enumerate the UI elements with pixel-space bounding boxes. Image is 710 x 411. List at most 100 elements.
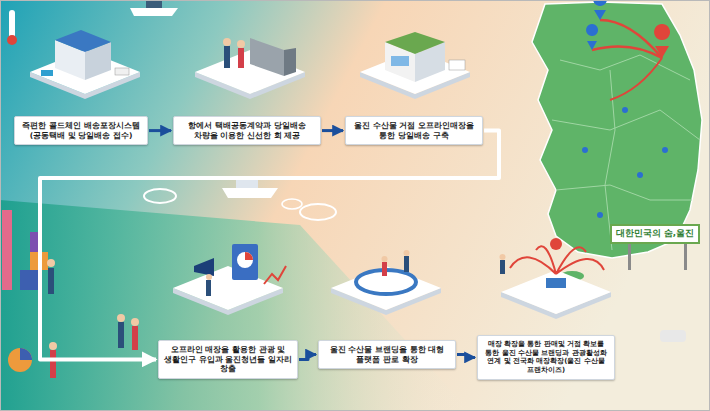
expansion-illustration [546, 278, 566, 288]
fish-farm [144, 189, 176, 203]
thermometer-icon [7, 35, 17, 45]
process-box: 울진 수산물 거점 오프라인매장을 통한 당일배송 구축 [345, 116, 483, 145]
truck-illustration [250, 38, 284, 76]
marketing-illustration [264, 266, 286, 284]
flow-arrow [149, 129, 171, 132]
process-box: 매장 확장을 통한 판매및 거점 확보를 통한 울진 수산물 브랜딩과 관광활성… [477, 335, 615, 380]
people-illustration [20, 348, 32, 360]
step-text: 울진 수산물 브랜딩을 통한 대형 플랫폼 판로 확장 [324, 345, 450, 364]
process-box: 즉편한 콜드체인 배송포장시스템 (공동택배 및 당일배송 접수) [14, 116, 148, 145]
flow-arrow [322, 129, 343, 132]
people-illustration [131, 318, 139, 326]
branding-illustration [382, 256, 388, 262]
korea-map [593, 0, 607, 20]
store-illustration [385, 32, 445, 54]
korea-map [532, 2, 702, 258]
process-box: 오프라인 매장을 활용한 관광 및 생활인구 유입과 울진청년들 일자리 창출 [158, 340, 298, 379]
people-illustration [20, 270, 40, 290]
thermometer-icon [7, 10, 17, 45]
marketing-illustration [245, 252, 253, 260]
korea-map [654, 24, 670, 58]
people-illustration [117, 314, 125, 322]
people-illustration [8, 348, 32, 372]
warehouse-illustration [115, 68, 129, 75]
korea-map [532, 0, 702, 281]
car [660, 330, 686, 342]
expansion-illustration [500, 238, 612, 319]
people-illustration [2, 210, 12, 290]
expansion-illustration [500, 260, 505, 274]
step-text: 울진 수산물 거점 오프라인매장을 통한 당일배송 구축 [351, 121, 477, 140]
ship [222, 188, 278, 198]
korea-map [582, 147, 588, 153]
branding-illustration [404, 256, 409, 272]
korea-map [586, 24, 598, 50]
step-text: 즉편한 콜드체인 배송포장시스템 (공동택배 및 당일배송 접수) [20, 121, 142, 140]
branding-illustration [331, 250, 441, 315]
truck-illustration [284, 48, 296, 76]
marketing-illustration [232, 244, 258, 280]
korea-map [662, 147, 668, 153]
people-illustration [50, 350, 56, 378]
store-illustration [449, 60, 465, 70]
expansion-illustration [510, 246, 604, 274]
truck-illustration [195, 38, 305, 99]
people-illustration [48, 268, 54, 294]
sign-posts [628, 240, 631, 270]
marketing-illustration [173, 244, 286, 315]
warehouse-illustration [30, 30, 140, 99]
marketing-illustration [206, 274, 212, 280]
step-text: 매장 확장을 통한 판매및 거점 확보를 통한 울진 수산물 브랜딩과 관광활성… [483, 340, 609, 375]
korea-map [556, 185, 692, 200]
step-text: 오프라인 매장을 활용한 관광 및 생활인구 유입과 울진청년들 일자리 창출 [164, 345, 292, 374]
people-illustration [2, 210, 139, 378]
korea-map [560, 55, 690, 80]
people-illustration [49, 342, 57, 350]
korea-map [637, 172, 643, 178]
store-illustration [391, 56, 409, 66]
korea-map [597, 212, 603, 218]
marketing-illustration [173, 266, 283, 315]
people-illustration [47, 259, 55, 267]
korea-map [622, 107, 628, 113]
signboard-text: 대한민국의 숨,울진 [610, 224, 700, 244]
marketing-illustration [194, 258, 214, 276]
ship [222, 178, 278, 198]
truck-illustration [223, 38, 231, 46]
korea-map [592, 46, 662, 58]
truck-illustration [224, 46, 230, 68]
people-illustration [118, 322, 124, 348]
warehouse-illustration [55, 30, 111, 52]
korea-map [552, 110, 700, 140]
truck-illustration [237, 40, 245, 48]
ship [146, 0, 162, 8]
expansion-illustration [500, 254, 506, 260]
ship [130, 0, 178, 16]
flow-arrow [457, 355, 475, 358]
store-illustration [360, 32, 470, 99]
marketing-illustration [237, 252, 253, 268]
background-band [0, 200, 470, 411]
warehouse-illustration [41, 70, 53, 76]
fish-farm [282, 199, 302, 209]
process-box: 울진 수산물 브랜딩을 통한 대형 플랫폼 판로 확장 [318, 340, 456, 369]
fish-farm [144, 189, 336, 220]
sign-posts [684, 240, 687, 270]
branding-illustration [404, 250, 410, 256]
korea-map [605, 70, 615, 250]
flow-arrow [40, 131, 499, 360]
marketing-illustration [206, 280, 211, 296]
expansion-illustration [550, 238, 562, 250]
branding-illustration [382, 262, 387, 276]
flow-arrow [299, 355, 316, 360]
thermometer-icon [9, 10, 15, 38]
ship [130, 8, 178, 16]
process-box: 항에서 택배공동계약과 당일배송 차량을 이용한 신선한 회 제공 [173, 116, 321, 145]
step-text: 항에서 택배공동계약과 당일배송 차량을 이용한 신선한 회 제공 [179, 121, 315, 140]
sign-posts [628, 240, 687, 342]
fish-farm [300, 204, 336, 220]
truck-illustration [238, 48, 244, 68]
